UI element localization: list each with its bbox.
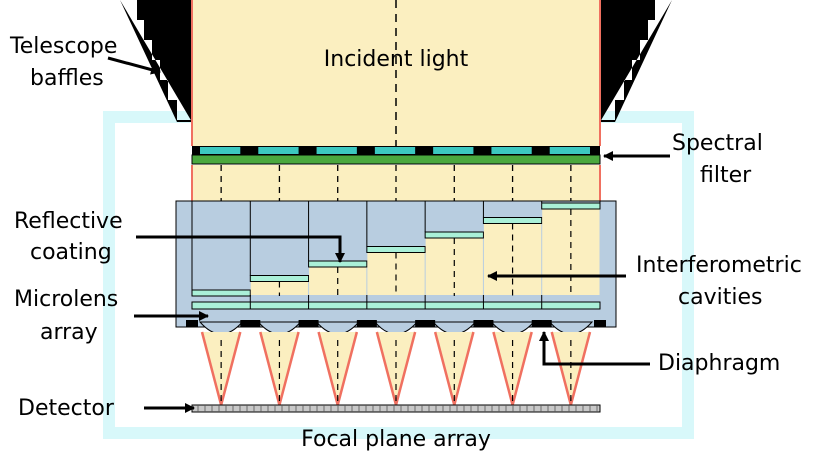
detector-array <box>191 404 601 413</box>
microlens-array <box>186 320 606 335</box>
reflective-coating <box>541 202 601 210</box>
focus-cone <box>260 332 299 405</box>
diaphragm-stop <box>240 320 261 327</box>
interferometric-cavities <box>175 200 617 328</box>
reflective-coating-label-line2: coating <box>30 240 112 265</box>
cone-edge <box>336 331 359 406</box>
filter-segment <box>433 147 474 154</box>
cone-edge <box>259 331 281 406</box>
diaphragm-label: Diaphragm <box>658 351 780 376</box>
cavity-gap <box>250 282 309 295</box>
focus-cone <box>493 332 532 405</box>
reflective-coating-arrow <box>136 235 345 263</box>
cone-edge <box>200 331 223 406</box>
reflective-coating <box>482 217 543 224</box>
cone-edge <box>550 331 573 406</box>
diaphragm-stop <box>298 320 319 327</box>
focus-cone <box>551 332 590 405</box>
focus-cone <box>318 332 357 405</box>
bottom-coating <box>191 301 601 310</box>
detector-strip <box>191 404 601 413</box>
diaphragm-arrow <box>539 331 650 366</box>
diaphragm-stop <box>594 320 606 327</box>
cone-edge <box>375 331 398 406</box>
filter-segment <box>200 147 241 154</box>
focus-cone <box>435 332 474 405</box>
microlens-array-label-line1: Microlens <box>14 287 118 312</box>
interferometric-cavities-label-line2: cavities <box>678 285 762 310</box>
reflective-coating <box>366 246 426 253</box>
cone-edge <box>317 331 339 406</box>
cone-edge <box>433 331 456 406</box>
interferometric-cavities-label-line1: Interferometric <box>636 253 802 278</box>
diaphragm-stop <box>473 320 494 327</box>
focal-plane-array-label: Focal plane array <box>301 427 491 452</box>
cone-edge <box>511 331 533 406</box>
filter-segment <box>258 147 299 154</box>
cone-edge <box>569 331 592 406</box>
cone-edge <box>394 331 417 406</box>
telescope-baffles-arrow <box>107 56 161 75</box>
filter-segment <box>316 147 357 154</box>
incident-light-label: Incident light <box>324 47 469 72</box>
telescope-baffles-label-line2: baffles <box>30 66 104 91</box>
right-telescope-baffle <box>600 0 672 122</box>
cone-edge <box>219 331 242 406</box>
spectral-filter <box>191 146 601 165</box>
left-telescope-baffle <box>120 0 192 122</box>
reflective-coating <box>191 289 251 297</box>
reflective-coating-label-line1: Reflective <box>14 209 123 234</box>
diaphragm-stop <box>415 320 436 327</box>
filter-segment <box>374 147 416 154</box>
cone-edge <box>492 331 514 406</box>
diaphragm-stop <box>356 320 377 327</box>
cone-edge <box>278 331 300 406</box>
telescope-baffles-label-line1: Telescope <box>9 34 117 59</box>
focus-cone <box>376 332 416 405</box>
focus-cone <box>202 332 241 405</box>
reflective-coating <box>249 275 310 282</box>
reflective-coating <box>424 231 484 239</box>
reflective-coating <box>308 260 368 268</box>
detector-label: Detector <box>18 396 115 421</box>
microlens-array-label-line2: array <box>40 320 98 345</box>
diaphragm-stop <box>531 320 552 327</box>
filter-segment <box>491 147 532 154</box>
focusing-cones <box>200 331 592 406</box>
spectral-filter-label-line1: Spectral <box>672 131 763 156</box>
spectral-filter-label-line2: filter <box>700 163 752 188</box>
filter-segment <box>549 147 590 154</box>
cone-edge <box>453 331 475 406</box>
diaphragm-stop <box>186 320 198 327</box>
cavity-guides <box>220 165 572 201</box>
